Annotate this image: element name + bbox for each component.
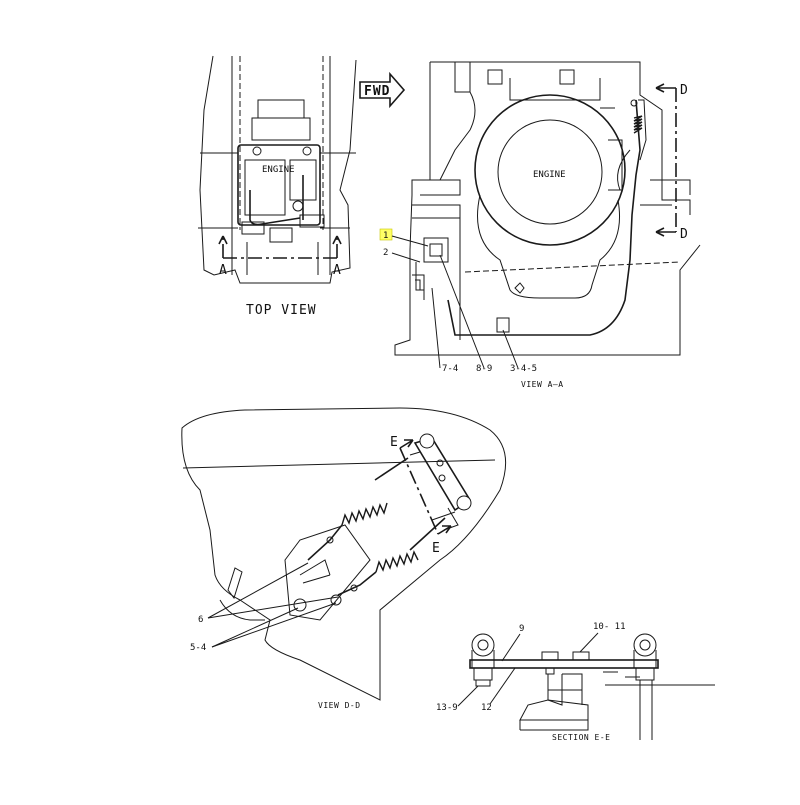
- callout-12[interactable]: 12: [481, 703, 492, 713]
- section-label-e-bottom: E: [432, 541, 441, 556]
- callout-7-4[interactable]: 7-4: [442, 364, 458, 374]
- section-ee-caption: SECTION E-E: [552, 733, 610, 742]
- callout-2[interactable]: 2: [383, 248, 388, 258]
- view-aa-engine-label: ENGINE: [533, 170, 566, 180]
- view-dd-caption: VIEW D-D: [318, 701, 361, 710]
- callout-8-9[interactable]: 8-9: [476, 364, 492, 374]
- callout-highlight: [379, 228, 393, 241]
- fwd-label: FWD: [364, 84, 390, 99]
- view-aa-caption: VIEW A–A: [521, 380, 564, 389]
- top-view-caption: TOP VIEW: [246, 303, 317, 318]
- callout-10-11[interactable]: 10- 11: [593, 622, 626, 632]
- section-label-e-top: E: [390, 435, 399, 450]
- top-view-engine-label: ENGINE: [262, 165, 295, 175]
- callout-6[interactable]: 6: [198, 615, 203, 625]
- fwd-arrow-icon: [359, 71, 406, 109]
- callout-1[interactable]: 1: [383, 231, 388, 241]
- callout-13-9[interactable]: 13-9: [436, 703, 458, 713]
- top-view: A A ENGINE TOP VIEW: [198, 55, 357, 318]
- section-label-d-bottom: D: [680, 227, 689, 242]
- section-label-d-top: D: [680, 83, 689, 98]
- view-aa: FWD ENGINE: [359, 61, 701, 389]
- callout-5-4[interactable]: 5-4: [190, 643, 206, 653]
- callout-9[interactable]: 9: [519, 624, 524, 634]
- view-dd: E E 6 5-4 VIEW D-D: [181, 407, 507, 710]
- section-ee: 9 10- 11 13-9 12 SECTION E-E: [436, 622, 715, 742]
- section-label-a-right: A: [333, 263, 342, 278]
- section-label-a-left: A: [219, 263, 228, 278]
- callout-3-4-5[interactable]: 3-4-5: [510, 364, 537, 374]
